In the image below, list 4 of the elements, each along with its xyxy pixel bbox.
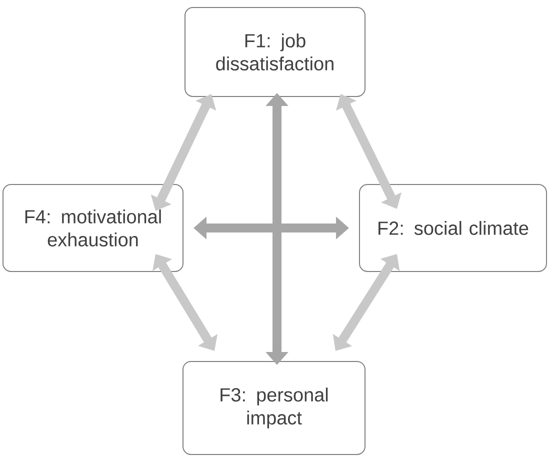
factor-box: F3: personal impact: [182, 361, 366, 455]
factor-box: F4: motivational exhaustion: [2, 184, 184, 272]
factor-box: F2: social climate: [359, 184, 547, 272]
factor-box: F1: job dissatisfaction: [184, 7, 366, 97]
